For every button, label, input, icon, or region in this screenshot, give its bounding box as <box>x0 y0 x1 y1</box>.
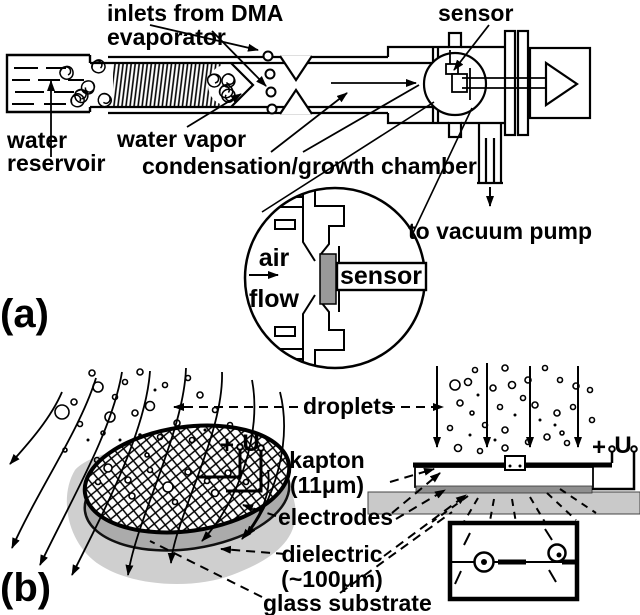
disc-face <box>82 423 292 535</box>
panel-b-tag: (b) <box>0 566 51 610</box>
panel-a: sensor air flow inlets from DMA evaporat… <box>0 0 592 370</box>
sensor-window <box>422 50 488 117</box>
kapton-label-line2: (11μm) <box>290 472 364 498</box>
glass-leader-left <box>149 540 263 598</box>
droplets-on-disc <box>94 452 250 506</box>
sensor-chip <box>319 253 337 305</box>
inset-detail: sensor air flow <box>243 186 428 370</box>
dielectric-label-line1: dielectric <box>282 541 383 567</box>
glass-substrate-label: glass substrate <box>263 590 432 615</box>
water-reservoir-label-line1: water <box>6 127 67 153</box>
growth-chamber-label: condensation/growth chamber <box>142 153 477 179</box>
kapton-label-line1: kapton <box>289 447 364 473</box>
dielectric-label-line2: (~100μm) <box>281 566 383 592</box>
panel-a-tag: (a) <box>0 292 49 336</box>
chamber-leader-2 <box>302 84 420 153</box>
growth-tube-walls <box>108 45 505 125</box>
disc-view: + U <box>9 367 296 585</box>
vacuum-pipe <box>477 123 503 207</box>
amplifier <box>462 46 592 120</box>
inset-tangent-lines <box>261 101 473 238</box>
droplet-field-right <box>446 364 596 455</box>
electrodes-leader-right-1 <box>391 472 441 514</box>
voltage-right-u: U <box>614 432 631 459</box>
electrodes-label: electrodes <box>278 504 393 530</box>
sensor-leader <box>453 24 490 71</box>
water-reservoir-label-line2: reservoir <box>7 150 106 176</box>
kapton-leader <box>389 467 435 483</box>
sensor-label-box <box>335 261 428 292</box>
amplifier-triangle-icon <box>544 60 579 108</box>
electrodes-leader-left <box>242 504 277 517</box>
evaporator-coil <box>113 63 222 107</box>
inset-sensor-label: sensor <box>340 262 422 290</box>
voltage-right-plus: + <box>592 434 606 461</box>
droplets-label: droplets <box>303 393 394 419</box>
leader-arrows-a <box>47 24 490 157</box>
dielectric-leader-right <box>383 494 467 557</box>
voltage-left-u: U <box>242 430 259 457</box>
inset-air-label: air <box>259 244 290 272</box>
evaporator-label: evaporator <box>107 24 226 50</box>
sensor-bump <box>504 455 526 471</box>
inset-flow-label: flow <box>249 285 300 313</box>
droplet-field-left <box>54 368 234 464</box>
voltage-left-plus: + <box>220 432 234 459</box>
sensor-top-label: sensor <box>438 0 513 26</box>
inlets-leader-2 <box>211 30 267 87</box>
electrodes-leader-right-2 <box>395 489 446 520</box>
voltage-terminal-right: + U <box>592 432 638 491</box>
chamber-leader-1 <box>270 92 348 153</box>
water-reservoir <box>5 53 108 114</box>
sensor-housing <box>447 29 530 139</box>
glass-leader-right <box>339 511 453 594</box>
inlets-from-dma-label: inlets from DMA <box>107 0 283 26</box>
water-vapor-leader <box>186 93 242 128</box>
water-vapor-label: water vapor <box>116 126 246 152</box>
venturi-constriction <box>279 55 313 115</box>
to-vacuum-pump-label: to vacuum pump <box>408 218 592 244</box>
dielectric-leader-left <box>220 545 286 555</box>
droplet-inset-box <box>447 520 580 602</box>
leader-lines-b <box>149 403 467 598</box>
panel-b: + U <box>0 363 640 615</box>
inlet-ports <box>262 50 278 115</box>
inlets-leader-1 <box>149 24 259 52</box>
voltage-terminal-left: + U <box>197 430 265 493</box>
